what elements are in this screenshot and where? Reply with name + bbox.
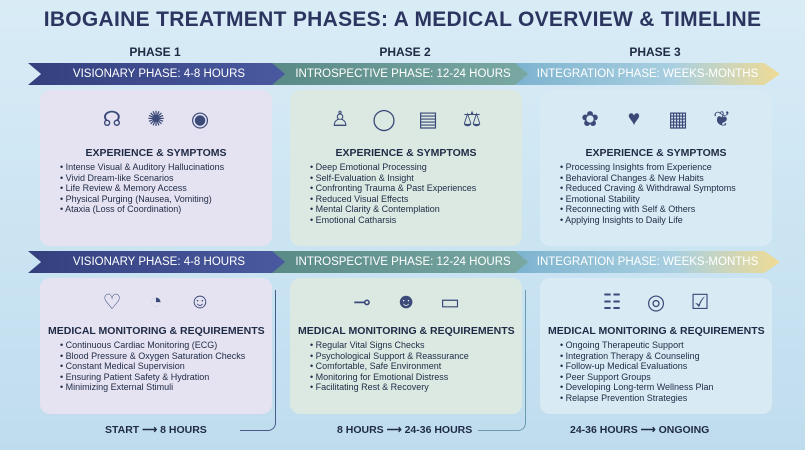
list-item: Integration Therapy & Counseling [560, 351, 764, 362]
list-item: Physical Purging (Nausea, Vomiting) [60, 194, 264, 205]
timeline-connector [478, 290, 526, 431]
med-list: Continuous Cardiac Monitoring (ECG)Blood… [48, 340, 264, 393]
list-item: Relapse Prevention Strategies [560, 393, 764, 404]
list-item: Behavioral Changes & New Habits [560, 173, 764, 184]
brain-icon: ❦ [713, 107, 731, 131]
phase-1-banner-text: VISIONARY PHASE: 4-8 HOURS [72, 68, 246, 80]
list-item: Emotional Catharsis [310, 215, 514, 226]
list-item: Mental Clarity & Contemplation [310, 204, 514, 215]
list-item: Developing Long-term Wellness Plan [560, 382, 764, 393]
thermometer-icon: ⊸ [353, 290, 371, 314]
nurse-patient-icon: ☻ [394, 290, 418, 313]
list-item: Blood Pressure & Oxygen Saturation Check… [60, 351, 264, 362]
list-item: Peer Support Groups [560, 372, 764, 383]
exp-heading: EXPERIENCE & SYMPTOMS [335, 147, 477, 159]
list-item: Confronting Trauma & Past Experiences [310, 183, 514, 194]
list-item: Ensuring Patient Safety & Hydration [60, 372, 264, 383]
brain-head-icon: ☊ [102, 107, 122, 131]
blood-pressure-cuff-icon: ◔ [149, 290, 163, 313]
list-item: Ataxia (Loss of Coordination) [60, 204, 264, 215]
list-item: Comfortable, Safe Environment [310, 361, 514, 372]
list-item: Life Review & Memory Access [60, 183, 264, 194]
med-heading: MEDICAL MONITORING & REQUIREMENTS [48, 325, 265, 337]
journal-icon: ▤ [418, 107, 438, 131]
phase-1-timeline: START ⟶ 8 HOURS [105, 424, 207, 436]
sprout-icon: ✿ [581, 107, 599, 131]
list-item: Emotional Stability [560, 194, 764, 205]
checklist-icon: ☑ [690, 290, 710, 314]
bed-icon: ▭ [440, 290, 460, 314]
phase-3-banner-text: INTEGRATION PHASE: WEEKS-MONTHS [536, 68, 759, 80]
phase-2-banner-text: INTROSPECTIVE PHASE: 12-24 HOURS [295, 68, 511, 80]
list-item: Constant Medical Supervision [60, 361, 264, 372]
mirror-icon: ◯ [372, 107, 396, 131]
phase-2-banner-text: INTROSPECTIVE PHASE: 12-24 HOURS [295, 256, 511, 268]
timeline-connector [240, 290, 276, 431]
icon-row: ☷ ◎ ☑ [548, 282, 764, 322]
phase-2-banner: INTROSPECTIVE PHASE: 12-24 HOURS [272, 63, 534, 85]
cosmic-figure-icon: ✺ [147, 107, 165, 131]
list-item: Follow-up Medical Evaluations [560, 361, 764, 372]
phase-2-med-card: ⊸ ☻ ▭ MEDICAL MONITORING & REQUIREMENTS Regu… [290, 278, 522, 414]
list-item: Reduced Craving & Withdrawal Symptoms [560, 183, 764, 194]
icon-row: ⊸ ☻ ▭ [298, 282, 514, 322]
list-item: Intense Visual & Auditory Hallucinations [60, 162, 264, 173]
list-item: Monitoring for Emotional Distress [310, 372, 514, 383]
icon-row: ♙ ◯ ▤ ⚖ [298, 94, 514, 144]
phase-3-banner: INTEGRATION PHASE: WEEKS-MONTHS [515, 63, 780, 85]
phase-1-banner: VISIONARY PHASE: 4-8 HOURS [28, 251, 290, 273]
med-list: Regular Vital Signs ChecksPsychological … [298, 340, 514, 393]
exp-heading: EXPERIENCE & SYMPTOMS [85, 147, 227, 159]
icon-row: ♡ ◔ ☺ [48, 282, 264, 322]
phase-1-banner-text: VISIONARY PHASE: 4-8 HOURS [72, 256, 246, 268]
list-item: Deep Emotional Processing [310, 162, 514, 173]
phase-2-exp-card: ♙ ◯ ▤ ⚖ EXPERIENCE & SYMPTOMS Deep Emotional … [290, 90, 522, 246]
phase-2-label: PHASE 2 [379, 45, 431, 59]
phase-1-exp-card: ☊ ✺ ◉ EXPERIENCE & SYMPTOMS Intense Visual &… [40, 90, 272, 246]
exp-list: Processing Insights from ExperienceBehav… [548, 162, 764, 226]
phase-1-banner: VISIONARY PHASE: 4-8 HOURS [28, 63, 290, 85]
scales-icon: ⚖ [462, 107, 482, 131]
phase-3-banner-text: INTEGRATION PHASE: WEEKS-MONTHS [536, 256, 759, 268]
exp-list: Deep Emotional ProcessingSelf-Evaluation… [298, 162, 514, 226]
icon-row: ✿ ♥ ▦ ❦ [548, 94, 764, 144]
icon-row: ☊ ✺ ◉ [48, 94, 264, 144]
list-item: Minimizing External Stimuli [60, 382, 264, 393]
doctor-icon: ☺ [189, 290, 211, 313]
list-item: Processing Insights from Experience [560, 162, 764, 173]
counseling-circle-icon: ◎ [646, 290, 666, 314]
phase-2-timeline: 8 HOURS ⟶ 24-36 HOURS [337, 424, 473, 436]
exp-heading: EXPERIENCE & SYMPTOMS [585, 147, 727, 159]
support-group-icon: ☷ [602, 290, 622, 314]
list-item: Reconnecting with Self & Others [560, 204, 764, 215]
list-item: Ongoing Therapeutic Support [560, 340, 764, 351]
list-item: Continuous Cardiac Monitoring (ECG) [60, 340, 264, 351]
med-heading: MEDICAL MONITORING & REQUIREMENTS [548, 325, 765, 337]
phase-3-label: PHASE 3 [629, 45, 681, 59]
phase-3-exp-card: ✿ ♥ ▦ ❦ EXPERIENCE & SYMPTOMS Processing Insi… [540, 90, 772, 246]
phase-3-banner: INTEGRATION PHASE: WEEKS-MONTHS [515, 251, 780, 273]
phase-1-label: PHASE 1 [129, 45, 181, 59]
list-item: Psychological Support & Reassurance [310, 351, 514, 362]
phase-1-med-card: ♡ ◔ ☺ MEDICAL MONITORING & REQUIREMENTS Cont… [40, 278, 272, 414]
phase-2-banner: INTROSPECTIVE PHASE: 12-24 HOURS [272, 251, 534, 273]
ecg-monitor-icon: ♡ [102, 290, 122, 314]
exp-list: Intense Visual & Auditory Hallucinations… [48, 162, 264, 215]
list-item: Vivid Dream-like Scenarios [60, 173, 264, 184]
list-item: Applying Insights to Daily Life [560, 215, 764, 226]
eye-icon: ◉ [190, 107, 210, 131]
calendar-icon: ▦ [668, 107, 688, 131]
list-item: Reduced Visual Effects [310, 194, 514, 205]
phase-3-timeline: 24-36 HOURS ⟶ ONGOING [570, 424, 710, 436]
list-item: Facilitating Rest & Recovery [310, 382, 514, 393]
phase-3-med-card: ☷ ◎ ☑ MEDICAL MONITORING & REQUIREMENTS Ongo… [540, 278, 772, 414]
list-item: Regular Vital Signs Checks [310, 340, 514, 351]
handshake-icon: ♥ [627, 107, 641, 130]
med-list: Ongoing Therapeutic SupportIntegration T… [548, 340, 764, 404]
meditation-icon: ♙ [330, 107, 350, 131]
page-title: IBOGAINE TREATMENT PHASES: A MEDICAL OVE… [43, 8, 762, 31]
list-item: Self-Evaluation & Insight [310, 173, 514, 184]
med-heading: MEDICAL MONITORING & REQUIREMENTS [298, 325, 515, 337]
